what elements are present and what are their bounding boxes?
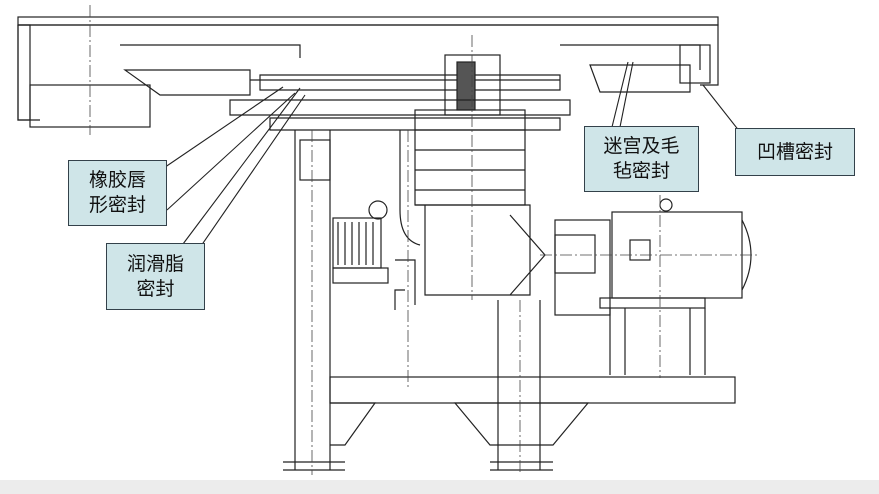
right-inner-ring bbox=[560, 44, 701, 93]
callout-rubber-lip-seal: 橡胶唇 形密封 bbox=[68, 160, 167, 226]
leader-lines bbox=[151, 61, 741, 263]
top-flange bbox=[17, 24, 719, 121]
gearbox-lower bbox=[415, 204, 546, 296]
pump-body bbox=[332, 217, 382, 269]
callout-labyrinth-line2: 毡密封 bbox=[612, 160, 670, 182]
motor-stand bbox=[609, 308, 706, 375]
bottom-strip bbox=[0, 480, 879, 494]
pump-fins bbox=[337, 222, 374, 265]
base-frame bbox=[329, 376, 736, 404]
gearbox-ribs bbox=[415, 129, 525, 191]
left-end-box bbox=[17, 24, 31, 121]
hopper-right bbox=[453, 402, 590, 446]
oil-pipe bbox=[394, 130, 421, 310]
left-flange bbox=[299, 139, 331, 181]
hopper-left bbox=[330, 402, 377, 446]
pump-base bbox=[332, 267, 389, 284]
callout-groove-seal: 凹槽密封 bbox=[735, 128, 855, 176]
left-column bbox=[283, 130, 345, 471]
motor-base bbox=[599, 297, 706, 309]
coupling-guard bbox=[554, 219, 611, 316]
callout-grease-line1: 润滑脂 bbox=[126, 252, 184, 275]
pressure-gauge bbox=[368, 200, 388, 220]
motor-eyebolt bbox=[659, 198, 673, 212]
base-plate bbox=[229, 99, 571, 116]
callout-grease-line2: 密封 bbox=[136, 277, 175, 300]
callout-labyrinth-line1: 迷宫及毛 bbox=[603, 135, 680, 157]
inner-plate bbox=[250, 74, 561, 91]
motor-terminal-box bbox=[629, 239, 651, 261]
callout-grease-seal: 润滑脂 密封 bbox=[106, 243, 205, 310]
left-inner-ring bbox=[120, 44, 301, 96]
callout-rubber-lip-line1: 橡胶唇 bbox=[88, 169, 146, 191]
callout-groove-line1: 凹槽密封 bbox=[756, 140, 833, 163]
gearbox-upper bbox=[414, 109, 526, 206]
callout-labyrinth-felt-seal: 迷宫及毛 毡密封 bbox=[584, 126, 699, 192]
middle-column bbox=[490, 300, 553, 471]
callout-rubber-lip-line2: 形密封 bbox=[88, 194, 146, 216]
right-end-box bbox=[679, 44, 711, 84]
top-housing bbox=[17, 16, 719, 26]
coupling bbox=[554, 234, 596, 274]
base-plate-lower bbox=[269, 117, 561, 131]
